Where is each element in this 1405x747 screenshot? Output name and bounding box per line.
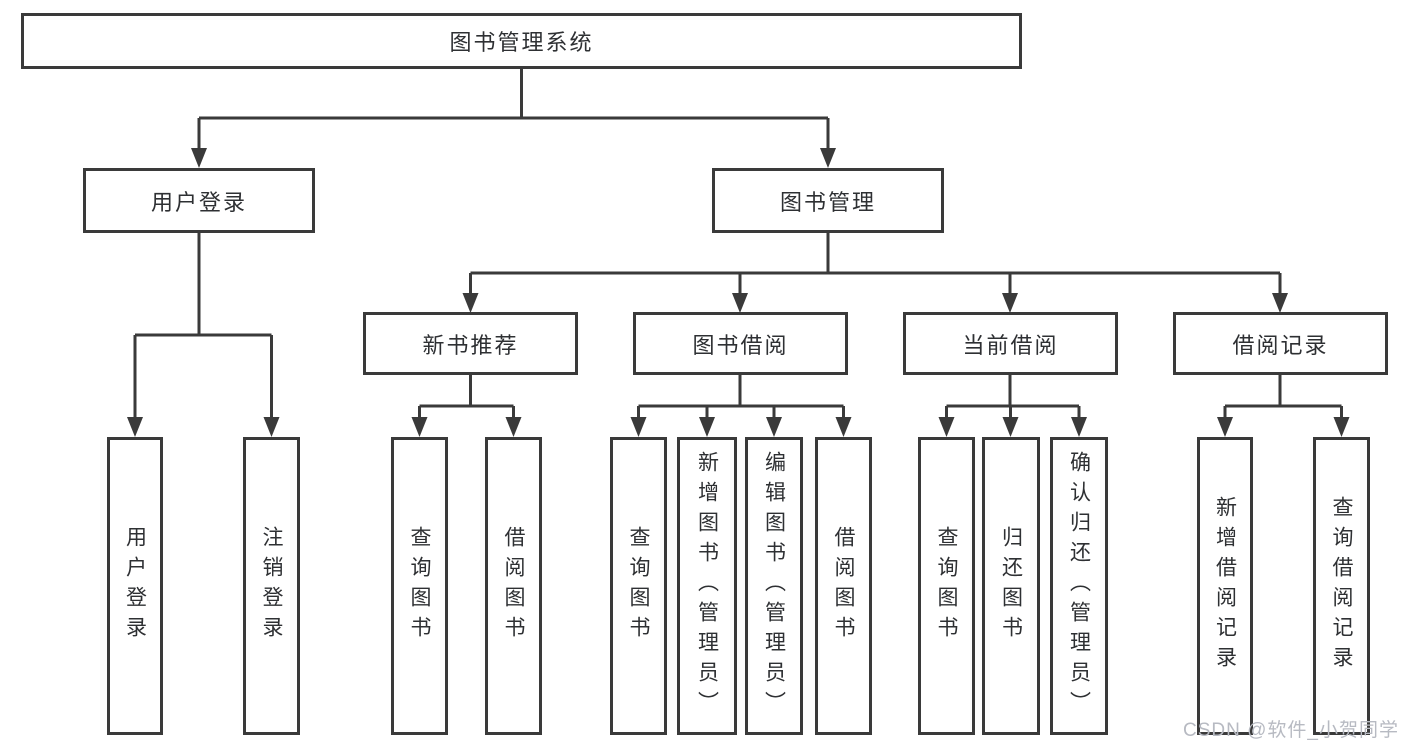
arrowhead-icon xyxy=(732,293,748,313)
connector-root-to-level2 xyxy=(197,69,830,152)
csdn-watermark: CSDN @软件_小贺同学 xyxy=(1183,720,1399,741)
leaf-add-book-admin: 新增图书（管理员） xyxy=(677,437,737,735)
leaf-edit-book-admin: 编辑图书（管理员） xyxy=(745,437,803,735)
arrowhead-icon xyxy=(462,293,479,313)
leaf-query-borrow-record: 查询借阅记录 xyxy=(1313,437,1370,735)
arrowhead-icon xyxy=(938,417,955,437)
connector-user-login-to-leaves xyxy=(133,233,273,421)
leaf-borrow-books-borrowing: 借阅图书 xyxy=(815,437,872,735)
arrowhead-icon xyxy=(820,148,836,168)
arrowhead-icon xyxy=(1272,293,1288,313)
arrowhead-icon xyxy=(1333,417,1350,437)
arrowhead-icon xyxy=(699,417,715,437)
leaf-return-books: 归还图书 xyxy=(982,437,1040,735)
leaf-query-books-current: 查询图书 xyxy=(918,437,975,735)
arrowhead-icon xyxy=(630,417,647,437)
arrowhead-icon xyxy=(411,417,428,437)
connector-current-borrowing xyxy=(945,375,1081,421)
node-user-login: 用户登录 xyxy=(83,168,315,233)
connector-new-book-recommend xyxy=(418,375,515,421)
leaf-query-books-borrowing: 查询图书 xyxy=(610,437,667,735)
arrowhead-icon xyxy=(263,417,280,437)
arrowhead-icon xyxy=(191,148,207,168)
arrowhead-icon xyxy=(1002,293,1018,313)
node-book-borrowing: 图书借阅 xyxy=(633,312,848,375)
node-book-management: 图书管理 xyxy=(712,168,944,233)
arrowhead-icon xyxy=(835,417,852,437)
leaf-borrow-books-recommend: 借阅图书 xyxy=(485,437,542,735)
arrowhead-icon xyxy=(1217,417,1233,437)
connector-borrow-records xyxy=(1223,375,1343,421)
leaf-user-login: 用户登录 xyxy=(107,437,163,735)
arrowheads xyxy=(127,148,1350,437)
arrowhead-icon xyxy=(505,417,522,437)
arrowhead-icon xyxy=(127,417,143,437)
node-library-management-system: 图书管理系统 xyxy=(21,13,1022,69)
leaf-query-books-recommend: 查询图书 xyxy=(391,437,448,735)
node-new-book-recommend: 新书推荐 xyxy=(363,312,578,375)
connector-book-borrowing xyxy=(637,375,845,421)
arrowhead-icon xyxy=(1002,417,1019,437)
leaf-confirm-return-admin: 确认归还（管理员） xyxy=(1050,437,1108,735)
arrowhead-icon xyxy=(766,417,782,437)
node-borrow-records: 借阅记录 xyxy=(1173,312,1388,375)
leaf-logout: 注销登录 xyxy=(243,437,300,735)
connector-book-management-to-level3 xyxy=(469,233,1282,297)
node-current-borrowing: 当前借阅 xyxy=(903,312,1118,375)
arrowhead-icon xyxy=(1071,417,1087,437)
leaf-add-borrow-record: 新增借阅记录 xyxy=(1197,437,1253,735)
